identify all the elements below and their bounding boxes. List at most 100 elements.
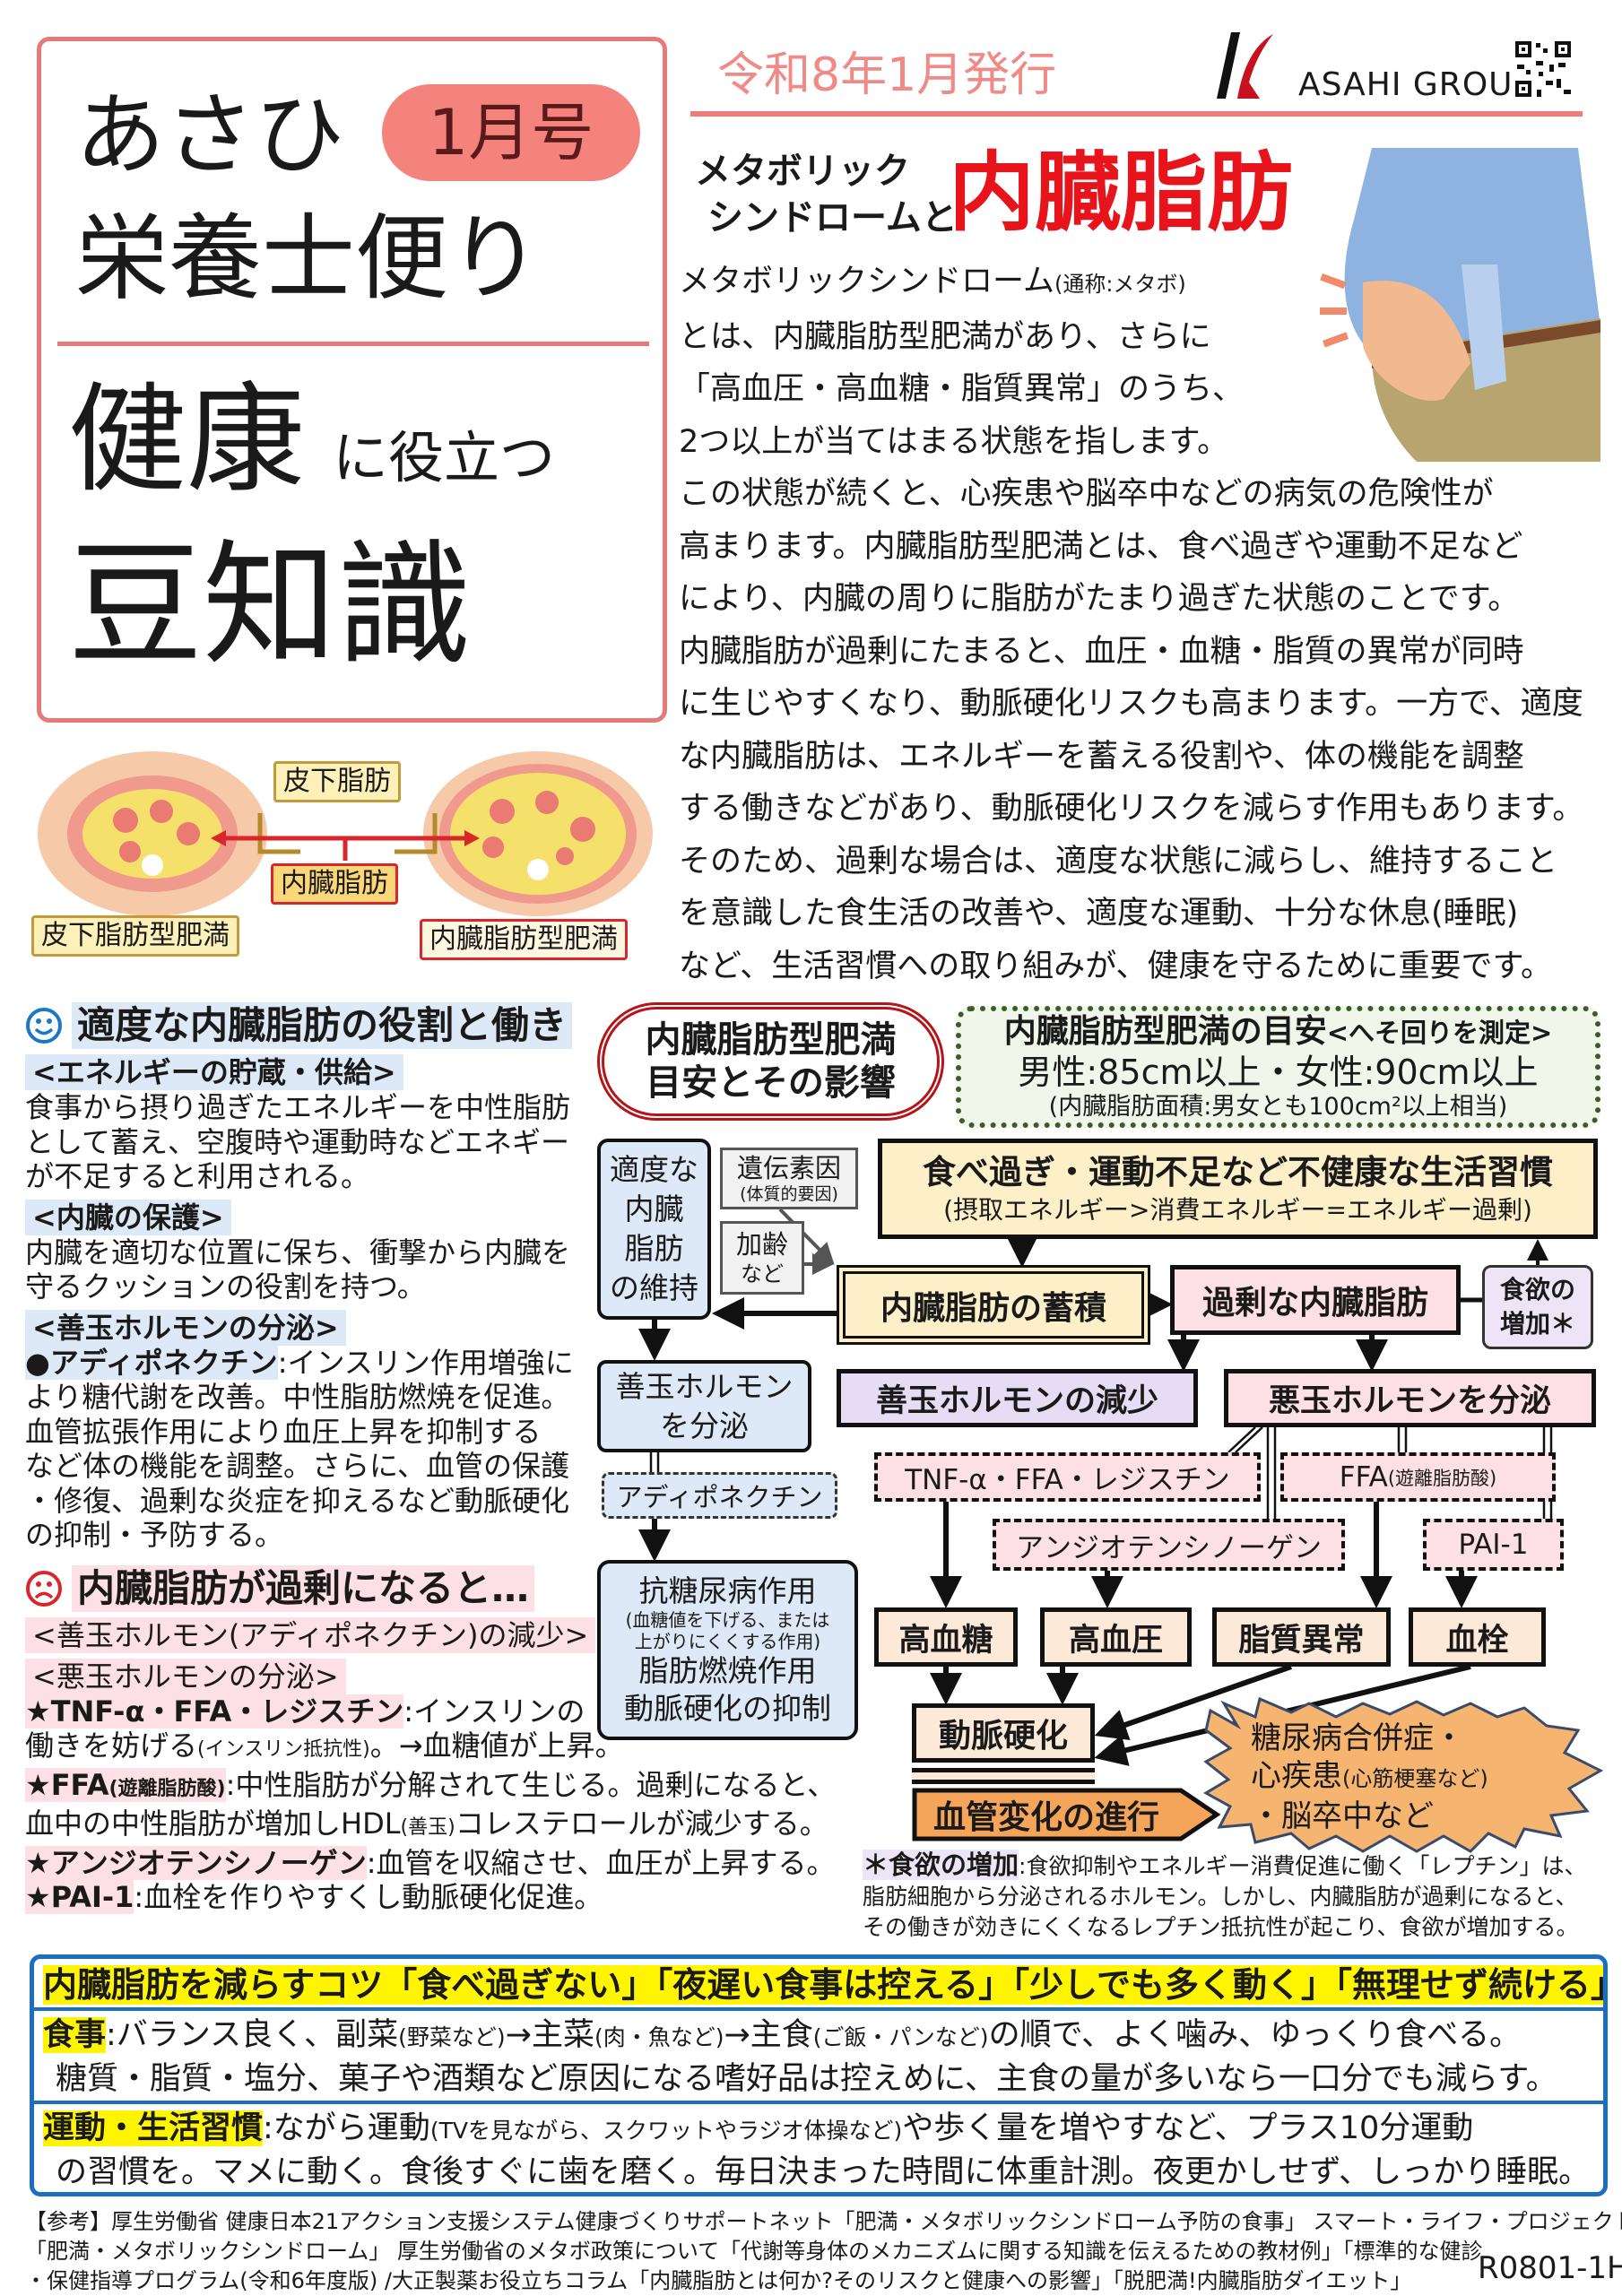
diet-note: (野菜など) xyxy=(398,2024,506,2050)
genetic-text: 遺伝素因 xyxy=(736,1152,841,1183)
sad-face-icon xyxy=(26,1570,62,1607)
exercise-text: や歩く量を増やすなど、プラス10分運動 xyxy=(902,2110,1474,2146)
heading-line-1: メタボリック xyxy=(695,151,910,192)
intro-line: 高まります。内臓脂肪型肥満とは、食べ過ぎや運動不足など xyxy=(679,528,1523,565)
bad-section-heading: 内臓脂肪が過剰になると… xyxy=(25,1564,599,1612)
ffa-note: (遊離脂肪酸) xyxy=(1387,1467,1497,1489)
diet-note: (ご飯・パンなど) xyxy=(812,2024,989,2050)
intro-line: する働きなどがあり、動脈硬化リスクを減らす作用もあります。 xyxy=(679,791,1584,827)
criteria-box: 内臓脂肪型肥満の目安<へそ回りを測定> 男性:85cm以上・女性:90cm以上 … xyxy=(956,1006,1600,1128)
asahi-logo-icon xyxy=(1217,32,1273,99)
intro-line: を意識した食生活の改善や、適度な運動、十分な休息(睡眠) xyxy=(679,896,1519,931)
bad-hormone-item-cont: 働きを妨げる(インスリン抵抗性)。→血糖値が上昇。 xyxy=(25,1728,624,1768)
subtitle-health: 健康 xyxy=(68,371,305,509)
effects-note: (血糖値を下げる、または xyxy=(625,1608,830,1631)
adiponectin-box: アディポネクチン xyxy=(602,1472,837,1519)
fat-type-diagram: 皮下脂肪 内臓脂肪 皮下脂肪型肥満 内臓脂肪型肥満 xyxy=(27,749,664,982)
appetite-box: 食欲の増加＊ xyxy=(1482,1265,1593,1349)
good-section-heading: 適度な内臓脂肪の役割と働き xyxy=(25,1002,599,1049)
note-line: 脂肪細胞から分泌されるホルモン。しかし、内臓脂肪が過剰になると、 xyxy=(863,1884,1578,1910)
appetite-footnote: ＊食欲の増加:食欲抑制やエネルギー消費促進に働く「レプチン」は、 脂肪細胞から分… xyxy=(863,1850,1616,1943)
intro-line: 内臓脂肪が過剰にたまると、血圧・血糖・脂質の異常が同時 xyxy=(679,633,1524,670)
tips-heading: 内臓脂肪を減らすコツ「食べ過ぎない」「夜遅い食事は控える」「少しでも多く動く」「… xyxy=(43,1965,1603,2005)
reference-line: ・保健指導プログラム(令和6年度版) /大正製薬お役立ちコラム「内臓脂肪とは何か… xyxy=(25,2268,1412,2293)
effects-note: 上がりにくくする作用) xyxy=(634,1630,821,1652)
genetic-note: (体質的要因) xyxy=(740,1183,838,1204)
item-text: :インスリンの xyxy=(403,1694,585,1728)
subheading-protection: <内臓の保護> xyxy=(25,1199,231,1235)
item-label-note: (遊離脂肪酸) xyxy=(108,1777,226,1800)
note-line: ＊食欲の増加:食欲抑制やエネルギー消費促進に働く「レプチン」は、 xyxy=(863,1850,1616,1882)
title-asahi: あさひ xyxy=(75,82,344,187)
item-label-text: ★FFA xyxy=(25,1767,109,1802)
note-label: ＊食欲の増加 xyxy=(863,1850,1019,1880)
article-heading-small: メタボリック シンドロームと xyxy=(695,148,958,241)
aging-box: 加齢など xyxy=(720,1221,804,1295)
flow-title-line-1: 内臓脂肪型肥満 xyxy=(645,1019,897,1061)
ffa-box: FFA(遊離脂肪酸) xyxy=(1280,1452,1556,1502)
appetite-text: 増加＊ xyxy=(1499,1309,1575,1339)
adiponectin-line: 血管拡張作用により血圧上昇を抑制する xyxy=(25,1414,542,1449)
energy-line: として蓄え、空腹時や運動時などエネギー xyxy=(25,1124,570,1159)
article-heading-main: 内臓脂肪 xyxy=(949,143,1293,243)
item-text: 血中の中性脂肪が増加しHDL xyxy=(25,1806,401,1841)
pai1-box: PAI-1 xyxy=(1423,1519,1564,1571)
belly-illustration-icon xyxy=(1320,148,1600,462)
adiponectin-label: ●アディポネクチン xyxy=(25,1345,278,1380)
title-newsletter: 栄養士便り xyxy=(75,204,542,313)
criteria-values: 男性:85cm以上・女性:90cm以上 xyxy=(1018,1052,1539,1092)
item-note: (善玉) xyxy=(400,1816,455,1839)
newsletter-title-box: あさひ 1月号 栄養士便り 健康 に役立つ 豆知識 xyxy=(37,37,667,723)
aging-text: 加齢 xyxy=(735,1229,788,1260)
tips-box: 内臓脂肪を減らすコツ「食べ過ぎない」「夜遅い食事は控える」「少しでも多く動く」「… xyxy=(30,1954,1608,2196)
hyperglycemia-box: 高血糖 xyxy=(874,1607,1018,1667)
good-section: 適度な内臓脂肪の役割と働き <エネルギーの貯蔵・供給> 食事から摂り過ぎたエネル… xyxy=(25,1002,836,1915)
good-hormone-secrete-box: 善玉ホルモンを分泌 xyxy=(597,1360,811,1452)
adiponectin-line: より糖代謝を改善。中性脂肪燃焼を促進。 xyxy=(25,1380,570,1414)
energy-line: 食事から摂り過ぎたエネルギーを中性脂肪 xyxy=(25,1090,571,1124)
bad-hormone-item: ★アンジオテンシノーゲン:血管を収縮させ、血圧が上昇する。 xyxy=(25,1845,836,1881)
good-heading-text: 適度な内臓脂肪の役割と働き xyxy=(72,1002,573,1049)
title-divider xyxy=(57,342,649,346)
item-text: :血栓を作りやすくし動脈硬化促進。 xyxy=(134,1880,603,1914)
progression-stripes xyxy=(912,1768,1095,1784)
item-text: 。→血糖値が上昇。 xyxy=(369,1728,624,1763)
bad-heading-text: 内臓脂肪が過剰になると… xyxy=(72,1564,535,1612)
diseases-line: ・脳卒中など xyxy=(1251,1798,1434,1834)
intro-line: とは、内臓脂肪型肥満があり、さらに xyxy=(679,318,1211,355)
good-secrete-text: 善玉ホルモン xyxy=(615,1368,794,1404)
criteria-title-text: 内臓脂肪型肥満の目安 xyxy=(1003,1012,1327,1050)
note-text: :食欲抑制やエネルギー消費促進に働く「レプチン」は、 xyxy=(1019,1853,1587,1879)
label-subcutaneous-obesity: 皮下脂肪型肥満 xyxy=(31,915,239,957)
intro-line: そのため、過剰な場合は、適度な状態に減らし、維持すること xyxy=(679,843,1558,879)
qr-code-icon[interactable] xyxy=(1514,39,1573,99)
item-note: (インスリン抵抗性) xyxy=(197,1738,370,1761)
maintain-text: 適度な xyxy=(610,1152,698,1187)
criteria-subtitle: <へそ回りを測定> xyxy=(1326,1017,1553,1048)
subheading-good-decrease: <善玉ホルモン(アディポネクチン)の減少> xyxy=(25,1616,596,1653)
diet-note: (肉・魚など) xyxy=(594,2024,724,2050)
intro-line: 「高血圧・高血糖・脂質異常」のうち、 xyxy=(679,371,1245,407)
item-text: コレステロールが減少する。 xyxy=(455,1806,828,1841)
effects-box: 抗糖尿病作用 (血糖値を下げる、または 上がりにくくする作用) 脂肪燃焼作用 動… xyxy=(597,1560,858,1740)
diet-line: 糖質・脂質・塩分、菓子や酒類など原因になる嗜好品は控えめに、主食の量が多いなら一… xyxy=(56,2061,1557,2097)
subheading-energy: <エネルギーの貯蔵・供給> xyxy=(25,1054,403,1090)
lifestyle-text: 食べ過ぎ・運動不足など不健康な生活習慣 xyxy=(923,1153,1553,1191)
diseases-text: 糖尿病合併症・ 心疾患(心筋梗塞など) ・脳卒中など xyxy=(1251,1720,1488,1835)
tnf-box: TNF-α・FFA・レジスチン xyxy=(874,1452,1261,1502)
subtitle-trivia: 豆知識 xyxy=(68,528,473,684)
diet-text: →主食 xyxy=(724,2017,813,2053)
header-divider xyxy=(690,111,1583,117)
effects-antidiabetic: 抗糖尿病作用 xyxy=(638,1573,817,1608)
tips-heading-row: 内臓脂肪を減らすコツ「食べ過ぎない」「夜遅い食事は控える」「少しでも多く動く」「… xyxy=(34,1959,1603,2011)
criteria-note: (内臓脂肪面積:男女とも100cm²以上相当) xyxy=(1048,1092,1508,1121)
bad-hormone-item: ★PAI-1:血栓を作りやすくし動脈硬化促進。 xyxy=(25,1880,603,1915)
intro-first-note: (通称:メタボ) xyxy=(1054,272,1186,297)
diseases-line: 糖尿病合併症・ xyxy=(1251,1720,1464,1756)
protection-line: 守るクッションの役割を持つ。 xyxy=(25,1269,426,1304)
item-text: :血管を収縮させ、血圧が上昇する。 xyxy=(366,1845,836,1880)
bad-hormone-secrete-box: 悪玉ホルモンを分泌 xyxy=(1224,1369,1596,1427)
subtitle-useful: に役立つ xyxy=(333,425,556,490)
subheading-good-hormone: <善玉ホルモンの分泌> xyxy=(25,1309,346,1346)
good-secrete-text: を分泌 xyxy=(660,1408,749,1443)
